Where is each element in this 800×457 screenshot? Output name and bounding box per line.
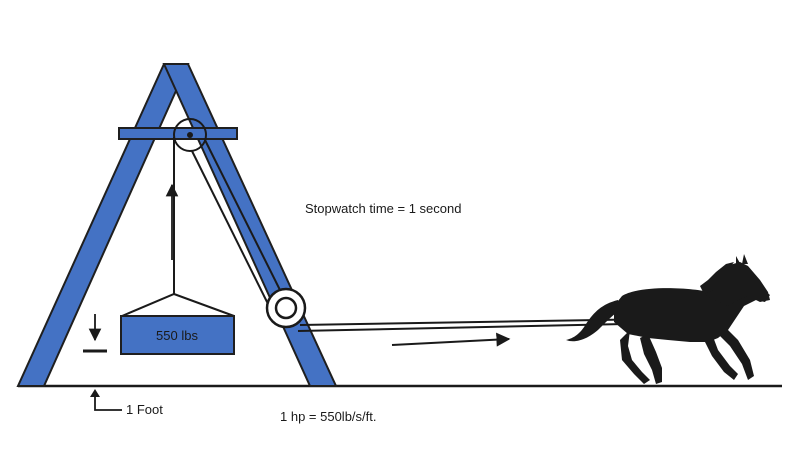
top-pulley-axle — [187, 132, 193, 138]
arrow-right-icon — [391, 332, 511, 347]
rope-diagonal-outer — [204, 139, 284, 297]
weight-label: 550 lbs — [156, 328, 198, 343]
rope-diagonal-inner — [191, 150, 273, 313]
top-pulley-icon — [173, 118, 207, 152]
distance-bracket — [94, 392, 122, 411]
stopwatch-label: Stopwatch time = 1 second — [305, 201, 461, 216]
horse-icon — [566, 254, 770, 384]
lower-pulley-inner — [274, 296, 298, 320]
weight-harness — [121, 292, 235, 317]
weight-box — [120, 315, 235, 355]
frame-crossbar — [118, 127, 238, 140]
formula-label: 1 hp = 550lb/s/ft. — [280, 409, 376, 424]
distance-bracket-arrowhead — [90, 389, 100, 397]
distance-label: 1 Foot — [126, 402, 163, 417]
